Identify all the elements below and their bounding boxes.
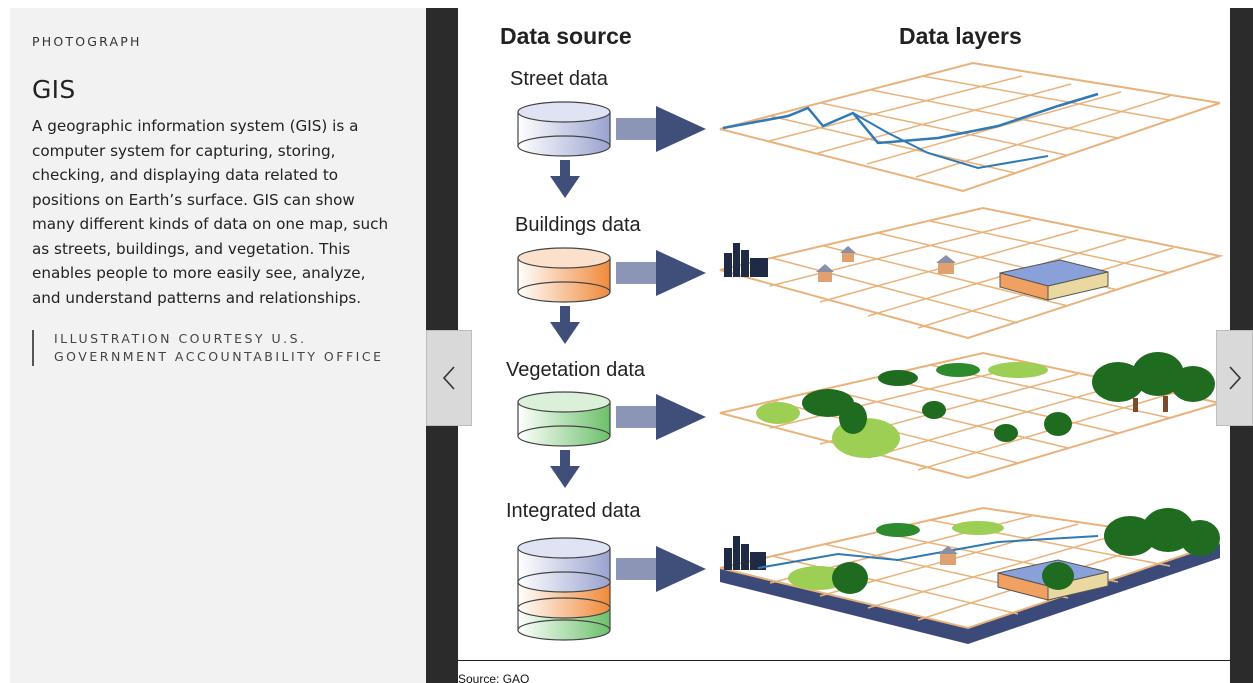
label-integrated-data: Integrated data [506,500,641,522]
figure-divider [458,660,1230,661]
chevron-left-icon [442,366,455,390]
caption-panel: PHOTOGRAPH GIS A geographic information … [10,8,426,683]
house-icons [816,246,956,282]
image-credit: ILLUSTRATION COURTESY U.S. GOVERNMENT AC… [32,330,392,366]
integrated-layer-map [719,506,1221,644]
media-type-label: PHOTOGRAPH [32,34,142,49]
caption-description: A geographic information system (GIS) is… [32,117,389,307]
heading-data-source: Data source [500,23,632,49]
image-viewer: Data source Data layers Street data Buil… [426,8,1253,683]
integrated-skyline-icon [724,536,766,570]
gis-diagram: Data source Data layers Street data Buil… [500,23,1224,644]
buildings-cylinder-icon [517,247,611,303]
integrated-cylinder-icon [517,537,611,641]
right-arrow-icons [616,106,706,592]
heading-data-layers: Data layers [899,23,1022,49]
source-note: Source: GAO [458,672,530,683]
caption-title: GIS [32,75,76,104]
large-building-icon [999,259,1109,301]
down-arrow-icons [550,160,580,488]
vegetation-layer-map [719,351,1221,480]
city-skyline-icon [724,243,768,277]
gis-illustration: Data source Data layers Street data Buil… [458,8,1230,683]
vegetation-cylinder-icon [517,391,611,447]
label-vegetation-data: Vegetation data [506,359,646,381]
previous-slide-button[interactable] [426,330,472,426]
forest-icons [756,352,1215,458]
street-cylinder-icon [517,101,611,157]
street-layer-map [719,61,1221,193]
label-street-data: Street data [510,68,609,90]
buildings-layer-map [719,206,1224,340]
next-slide-button[interactable] [1216,330,1253,426]
label-buildings-data: Buildings data [515,214,642,236]
chevron-right-icon [1228,366,1241,390]
